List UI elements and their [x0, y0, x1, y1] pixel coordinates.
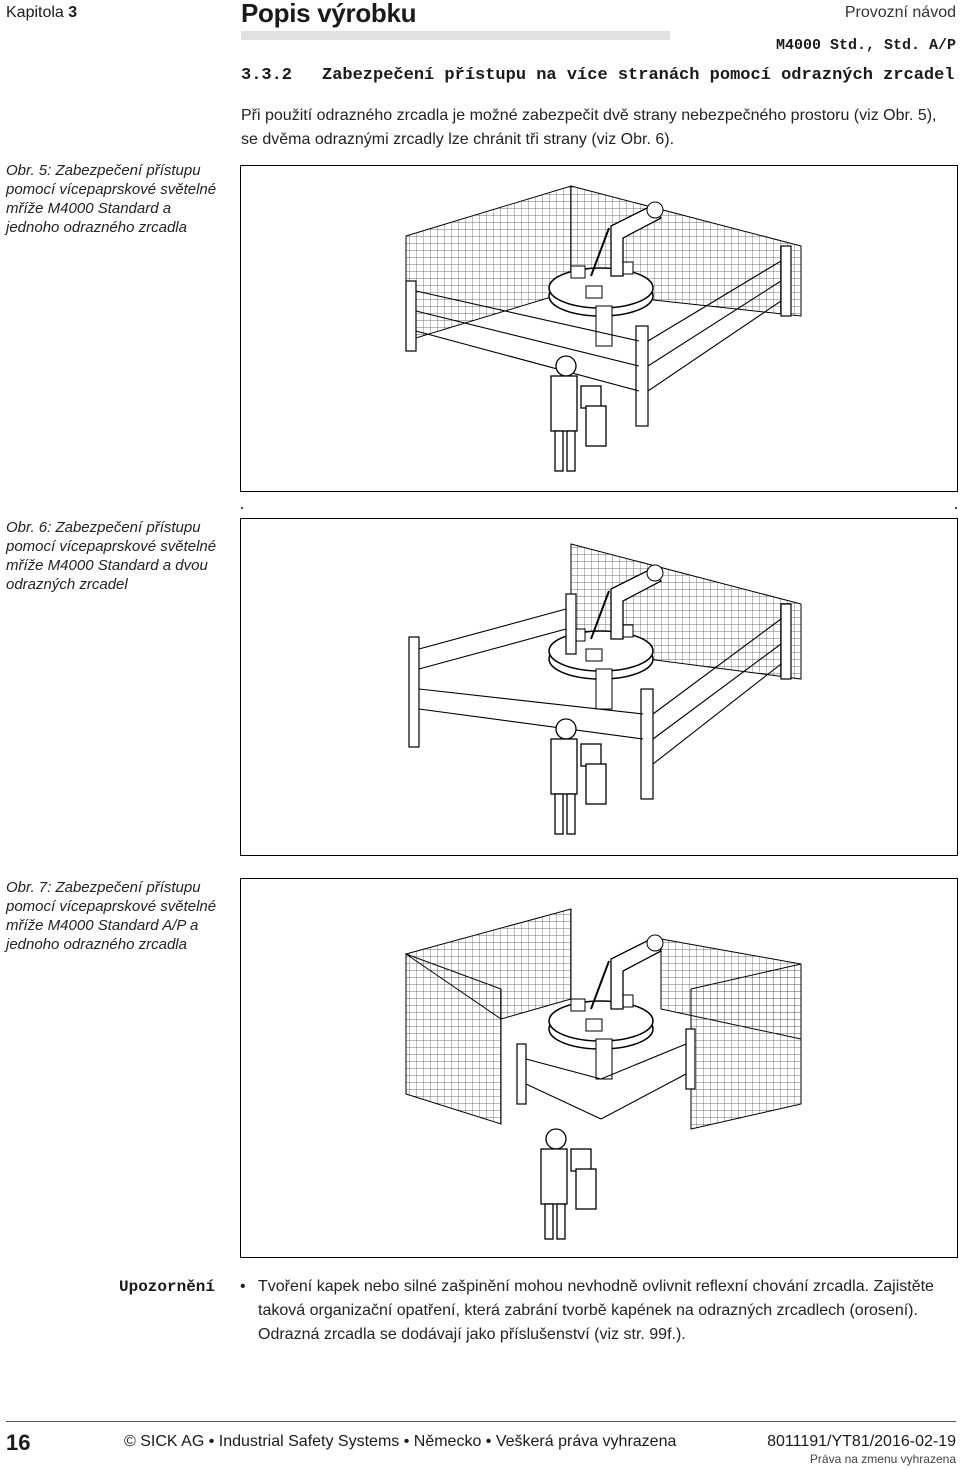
header-bar — [241, 31, 670, 40]
document-number: 8011191/YT81/2016-02-19 — [767, 1433, 956, 1450]
chapter-number: 3 — [68, 4, 78, 21]
footer-copyright: © SICK AG • Industrial Safety Systems • … — [124, 1433, 677, 1450]
product-model: M4000 Std., Std. A/P — [775, 37, 956, 54]
mirror-column-right — [685, 1028, 696, 1090]
fence-back-left — [405, 185, 572, 342]
figure-7-caption: Obr. 7: Zabezpečení přístupu pomocí více… — [6, 879, 217, 953]
beams — [418, 608, 782, 765]
light-curtain-sender — [405, 280, 417, 352]
figure-5-drawing — [405, 185, 802, 472]
chapter-label: Kapitola 3 — [6, 4, 78, 21]
note-label: Upozornění — [118, 1278, 215, 1296]
mirror-column-right — [780, 603, 792, 680]
section-title: Zabezpečení přístupu na více stranách po… — [322, 66, 955, 85]
robot-turntable — [548, 261, 654, 347]
section-intro: Při použití odrazného zrcadla je možné z… — [241, 107, 937, 148]
figure-6-drawing — [408, 543, 802, 835]
section-number: 3.3.2 — [241, 66, 293, 85]
page-title: Popis výrobku — [241, 0, 417, 28]
mirror-column-front — [640, 688, 654, 800]
operator-figure — [540, 1128, 597, 1240]
note-text: Tvoření kapek nebo silné zašpinění mohou… — [258, 1278, 934, 1343]
light-curtain-sender — [516, 1043, 527, 1105]
light-curtain-sender — [408, 636, 420, 748]
robot-arm — [590, 564, 664, 640]
figure-6-illustration — [240, 518, 958, 856]
figure-5-illustration — [240, 165, 958, 492]
page-number: 16 — [6, 1430, 31, 1455]
beams — [525, 1043, 687, 1120]
figure-7-drawing — [404, 908, 802, 1240]
mirror-column-front — [635, 325, 649, 427]
figure-7-illustration — [240, 878, 958, 1258]
robot-turntable — [548, 994, 654, 1080]
robot-turntable — [548, 624, 654, 710]
beams — [415, 260, 782, 392]
footer-rule — [6, 1421, 956, 1422]
separator-dot-left — [241, 507, 243, 509]
document-type: Provozní návod — [844, 4, 956, 21]
separator-dot-right — [955, 507, 957, 509]
note-body: • Tvoření kapek nebo silné zašpinění moh… — [240, 1275, 940, 1347]
robot-arm — [590, 201, 664, 277]
operator-figure — [550, 718, 607, 835]
mirror-column-left — [565, 593, 577, 655]
figure-5-caption: Obr. 5: Zabezpečení přístupu pomocí více… — [6, 162, 217, 236]
operator-figure — [550, 355, 607, 472]
note-bullet: • — [240, 1278, 246, 1295]
fence-right — [690, 963, 802, 1130]
rights-note: Práva na zmenu vyhrazena — [809, 1452, 956, 1466]
mirror-column-right — [780, 245, 792, 317]
robot-arm — [590, 934, 664, 1010]
figure-6-caption: Obr. 6: Zabezpečení přístupu pomocí více… — [6, 519, 217, 593]
